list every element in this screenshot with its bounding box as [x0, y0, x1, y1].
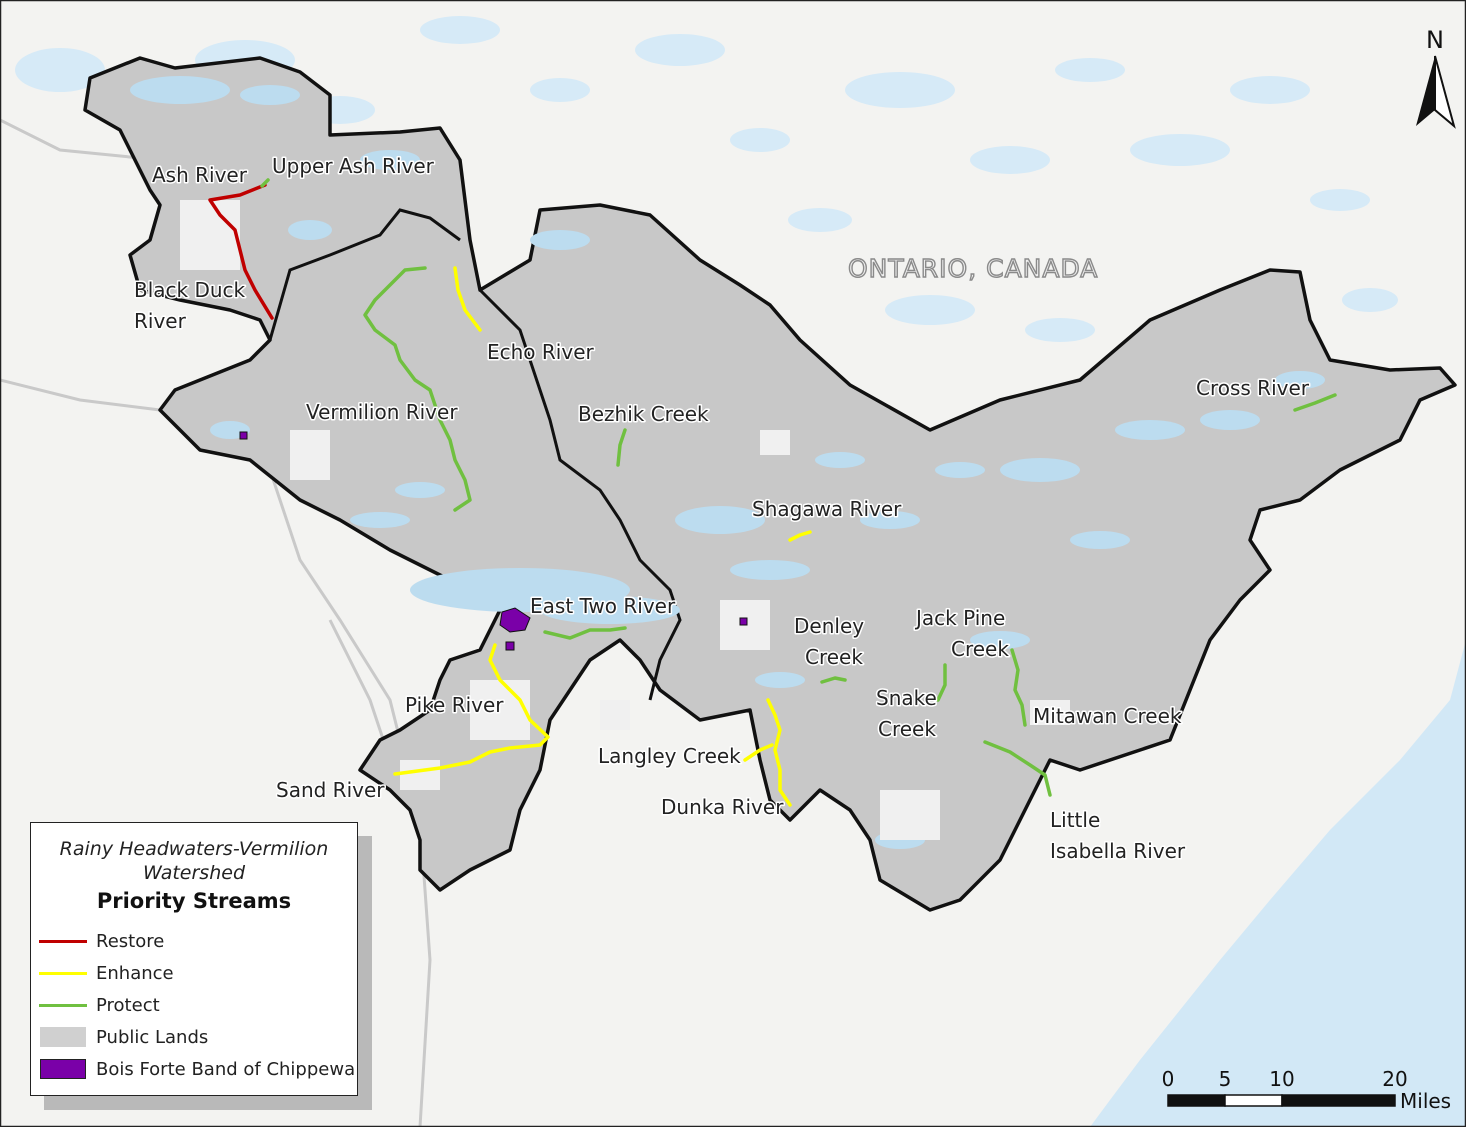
label-black-duck-river: Black Duck	[134, 278, 246, 302]
stream-east-two-river	[543, 626, 627, 640]
legend-swatch-protect	[39, 1003, 87, 1007]
scale-tick-0: 0	[1162, 1067, 1175, 1091]
legend-label-bois-forte: Bois Forte Band of Chippewa	[96, 1058, 356, 1080]
label-little-isabella-river: Little	[1050, 808, 1100, 832]
scale-tick-5: 5	[1219, 1067, 1232, 1091]
scale-tick-20: 20	[1382, 1067, 1407, 1091]
legend-title: Rainy Headwaters-Vermilion Watershed	[59, 838, 329, 884]
priority-streams	[208, 178, 1337, 807]
scale-seg-2	[1224, 1094, 1283, 1107]
legend: Rainy Headwaters-Vermilion Watershed Pri…	[30, 822, 358, 1096]
label-jack-pine-creek-2: Creek	[951, 637, 1009, 661]
label-vermilion-river: Vermilion River	[306, 400, 458, 424]
watershed-lakes	[130, 76, 1325, 849]
scale-bar: 0 5 10 20 Miles	[1162, 1067, 1451, 1113]
stream-pike-river	[393, 643, 550, 776]
legend-swatch-public-lands	[40, 1027, 86, 1047]
legend-label-public-lands: Public Lands	[96, 1026, 209, 1048]
label-cross-river: Cross River	[1196, 376, 1310, 400]
label-denley-creek: Denley	[794, 614, 864, 638]
label-denley-creek-2: Creek	[805, 645, 863, 669]
stream-ash-river	[208, 183, 274, 320]
stream-jack-pine-creek	[1010, 648, 1027, 727]
legend-item-restore: Restore	[31, 925, 357, 957]
label-ontario-canada: ONTARIO, CANADA	[848, 254, 1098, 283]
label-black-duck-river-2: River	[134, 309, 187, 333]
north-arrow-label: N	[1426, 26, 1444, 54]
label-snake-creek-2: Creek	[878, 717, 936, 741]
legend-swatch-bois-forte	[40, 1059, 86, 1079]
north-arrow: N	[1416, 26, 1456, 129]
label-sand-river: Sand River	[276, 778, 385, 802]
scale-tick-10: 10	[1269, 1067, 1294, 1091]
label-little-isabella-river-2: Isabella River	[1050, 839, 1186, 863]
scale-seg-1	[1167, 1094, 1226, 1107]
lake-superior	[1090, 640, 1466, 1127]
label-pike-river: Pike River	[405, 693, 504, 717]
label-east-two-river: East Two River	[530, 594, 676, 618]
label-mitawan-creek: Mitawan Creek	[1033, 704, 1182, 728]
stream-shagawa-river	[788, 530, 812, 542]
legend-swatch-enhance	[39, 971, 87, 975]
label-bezhik-creek: Bezhik Creek	[578, 402, 709, 426]
legend-label-restore: Restore	[96, 930, 165, 952]
stream-snake-creek	[936, 663, 947, 702]
stream-vermilion-river	[363, 266, 472, 512]
label-snake-creek: Snake	[876, 686, 937, 710]
legend-label-protect: Protect	[96, 994, 160, 1016]
stream-cross-river	[1293, 393, 1337, 412]
scale-seg-3	[1281, 1094, 1396, 1107]
scale-unit: Miles	[1400, 1089, 1451, 1113]
label-echo-river: Echo River	[487, 340, 594, 364]
legend-swatch-restore	[39, 939, 87, 943]
north-arrow-right-half	[1434, 55, 1456, 129]
legend-heading: Priority Streams	[96, 889, 292, 913]
stream-denley-creek	[820, 676, 847, 684]
stream-langley-creek	[743, 743, 774, 762]
label-upper-ash-river: Upper Ash River	[272, 154, 435, 178]
stream-bezhik-creek	[616, 428, 627, 467]
legend-item-public-lands: Public Lands	[31, 1021, 357, 1053]
label-langley-creek: Langley Creek	[598, 744, 741, 768]
legend-item-bois-forte: Bois Forte Band of Chippewa	[31, 1053, 357, 1085]
label-dunka-river: Dunka River	[661, 795, 784, 819]
stream-little-isabella	[983, 740, 1052, 797]
legend-label-enhance: Enhance	[96, 962, 174, 984]
legend-item-enhance: Enhance	[31, 957, 357, 989]
label-jack-pine-creek: Jack Pine	[914, 606, 1005, 630]
stream-labels: Upper Ash River Ash River Black Duck Riv…	[133, 153, 1312, 865]
north-arrow-left-half	[1416, 56, 1435, 126]
legend-item-protect: Protect	[31, 989, 357, 1021]
label-ash-river: Ash River	[152, 163, 248, 187]
label-shagawa-river: Shagawa River	[752, 497, 902, 521]
bois-forte-area	[239, 431, 748, 651]
stream-dunka-river	[766, 698, 792, 807]
watershed-polygon	[83, 56, 1457, 912]
stream-upper-ash-river	[260, 178, 270, 188]
basemap-lakes	[15, 16, 1398, 342]
stream-echo-river	[453, 266, 482, 332]
